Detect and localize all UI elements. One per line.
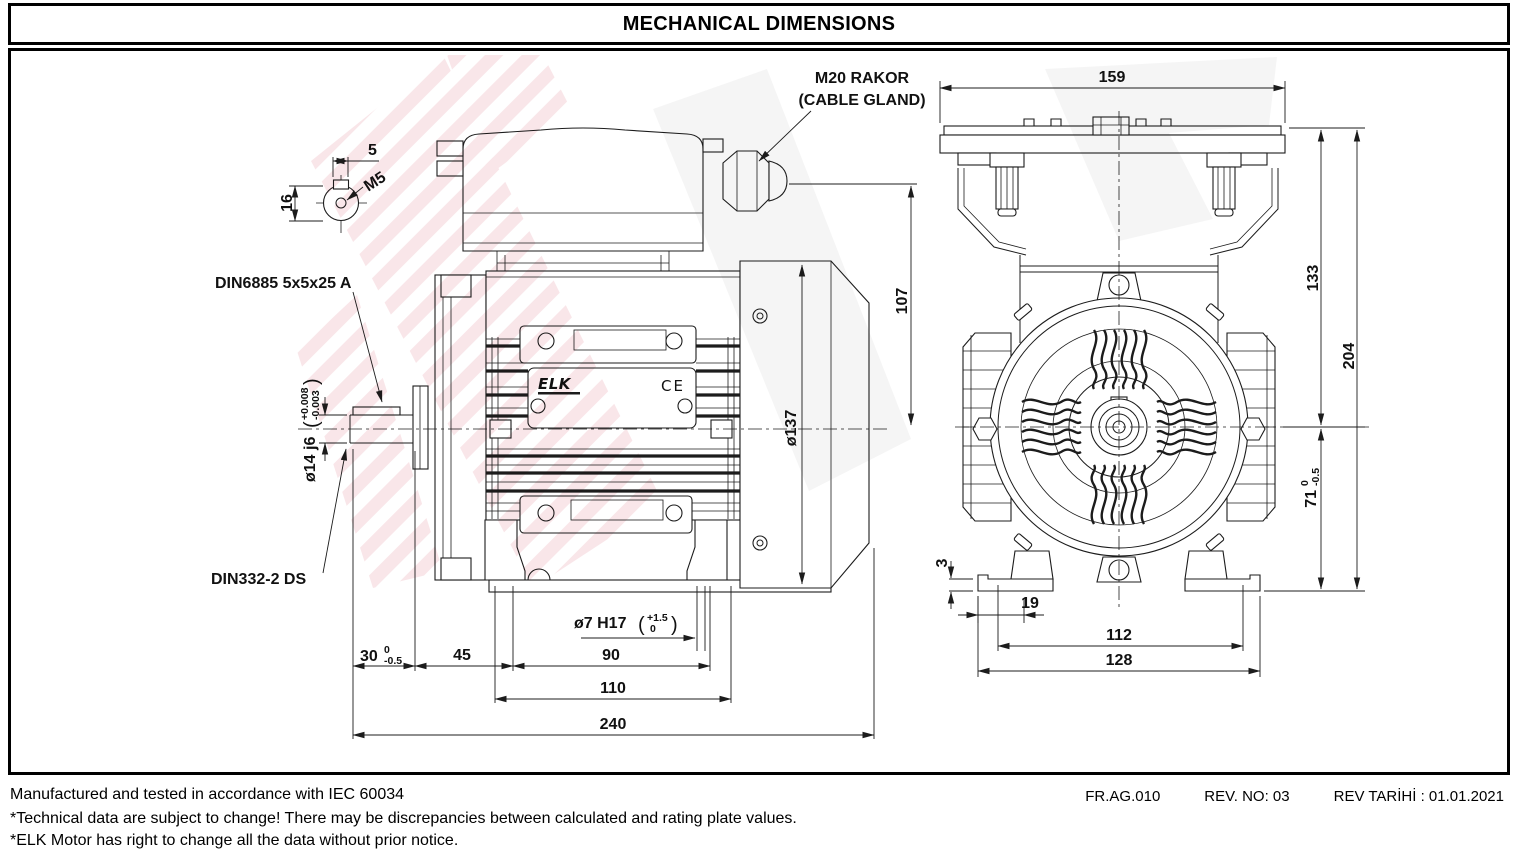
gland-boss-left: [989, 152, 1025, 217]
hex-bolt-left: [972, 417, 998, 441]
label-cable-gland-1: M20 RAKOR: [815, 70, 910, 87]
svg-text:ø7 H17: ø7 H17: [574, 615, 627, 632]
footer-doc-info: FR.AG.010 REV. NO: 03 REV TARİHİ : 01.01…: [1085, 788, 1504, 805]
dim-center-to-top: 133: [1305, 265, 1322, 292]
dim-foot-hole-span-front: 112: [1106, 627, 1132, 644]
revision-number: REV. NO: 03: [1204, 788, 1290, 805]
dim-foot-length: 110: [600, 680, 626, 697]
doc-number: FR.AG.010: [1085, 788, 1161, 805]
title-bar: MECHANICAL DIMENSIONS: [8, 3, 1510, 45]
label-cable-gland-2: (CABLE GLAND): [798, 92, 925, 109]
ce-mark: CE: [661, 377, 685, 395]
svg-text:71: 71: [1303, 490, 1320, 508]
dim-overall-length: 240: [600, 716, 627, 733]
dim-foot-hole-span: 90: [602, 647, 620, 664]
drawing-sheet: 5 16 M5 DIN6885 5x5x25 A DIN332-2 DS: [8, 48, 1510, 775]
revision-date: REV TARİHİ : 01.01.2021: [1333, 788, 1504, 805]
footer-standard-note: Manufactured and tested in accordance wi…: [10, 786, 405, 803]
dim-base-width: 128: [1106, 652, 1133, 669]
svg-text:-0.5: -0.5: [1310, 468, 1322, 486]
rivet: [677, 398, 693, 414]
svg-text:0: 0: [1299, 480, 1311, 486]
svg-text:): ): [671, 614, 678, 636]
corner-screws: [1013, 303, 1225, 551]
dim-shoulder-to-foot: 45: [453, 647, 471, 664]
dim-shaft-length: 30: [360, 648, 378, 665]
svg-text:-0.5: -0.5: [384, 655, 402, 667]
svg-text:0: 0: [384, 644, 390, 656]
label-center-hole-standard: DIN332-2 DS: [211, 571, 306, 588]
svg-text:+1.5: +1.5: [647, 612, 668, 624]
svg-text:(: (: [301, 421, 323, 428]
mounting-feet-front: [977, 550, 1261, 592]
dim-total-height: 204: [1341, 343, 1358, 370]
dim-box-height: 107: [894, 288, 911, 315]
label-key-standard: DIN6885 5x5x25 A: [215, 275, 352, 292]
side-dimensions: 30 0 -0.5 45 90 110 240 ø7 H17 ( +1.5 0 …: [352, 449, 875, 739]
front-view: 159 133 71 0 -0.5 204 3: [934, 69, 1371, 677]
svg-text:0: 0: [650, 623, 656, 635]
svg-text:(: (: [638, 614, 645, 636]
dim-foot-edge-to-hole: 19: [1021, 595, 1039, 612]
dim-detail-height: 16: [279, 194, 296, 212]
svg-text:+0.008: +0.008: [299, 387, 311, 420]
watermark: [297, 55, 1277, 588]
shaft-collar: [412, 385, 429, 470]
gland-boss-right: [1206, 152, 1242, 217]
page-title: MECHANICAL DIMENSIONS: [622, 12, 896, 35]
footer-disclaimer-1: *Technical data are subject to change! T…: [10, 810, 797, 827]
dim-shaft-height: 71 0 -0.5: [1299, 468, 1322, 508]
svg-text:ø14 j6: ø14 j6: [302, 437, 319, 482]
dim-foot-pad: 3: [934, 558, 951, 567]
hex-bolt-right: [1240, 417, 1266, 441]
motor-drawing: 5 16 M5 DIN6885 5x5x25 A DIN332-2 DS: [211, 55, 1371, 739]
dim-foot-hole: ø7 H17 ( +1.5 0 ): [574, 612, 696, 642]
footer-disclaimer-2: *ELK Motor has right to change all the d…: [10, 832, 459, 849]
